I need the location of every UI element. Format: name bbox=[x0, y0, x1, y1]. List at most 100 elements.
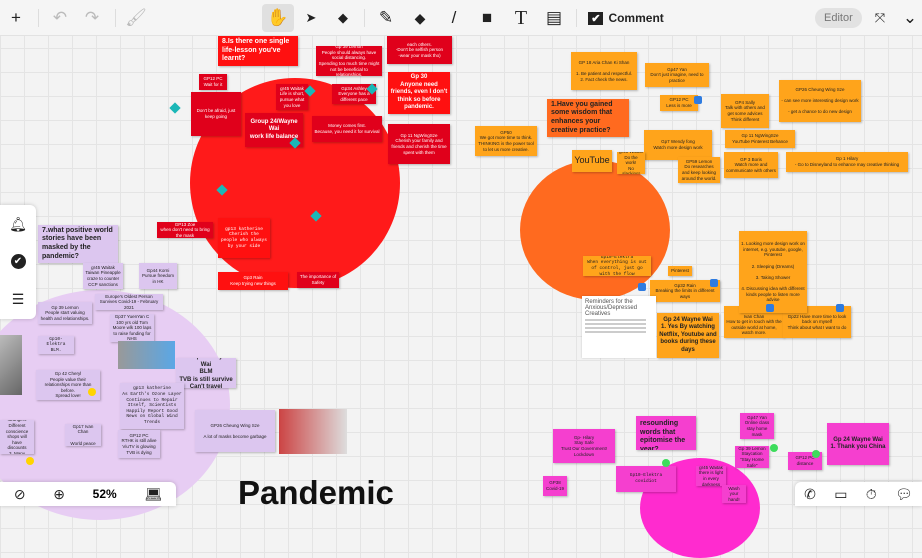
sticky-note[interactable]: YouTube bbox=[572, 150, 612, 172]
sticky-note[interactable]: Gp 24 Wayne Wai 1. Thank you China bbox=[827, 423, 889, 465]
sticky-note[interactable]: GP 3 Boris Watch more and communicate wi… bbox=[724, 152, 778, 178]
sticky-note[interactable]: GP12 PC Wait for it bbox=[199, 74, 227, 90]
question-sticky-note[interactable]: 8.Is there one single life-lesson you've… bbox=[218, 36, 298, 66]
cursor-marker-icon bbox=[766, 304, 774, 312]
sticky-note[interactable]: gr45 Waitak Life is short, pursue what y… bbox=[276, 84, 308, 110]
meme-image[interactable] bbox=[279, 409, 347, 454]
cursor-marker-icon bbox=[710, 279, 718, 287]
sticky-note[interactable]: GP 5 Boris Share the Mask with strangers… bbox=[0, 420, 34, 454]
chat-icon[interactable]: 💬︎ bbox=[895, 485, 913, 502]
sticky-note[interactable]: GP 18 Aria Chan Ki Shan 1. Be patient an… bbox=[571, 52, 637, 90]
meme-image[interactable] bbox=[0, 335, 22, 395]
pen-icon[interactable]: ✎ bbox=[378, 8, 394, 27]
orange-cluster-background bbox=[520, 160, 670, 300]
cursor-marker-icon bbox=[88, 388, 96, 396]
comment-icon: ✔ bbox=[588, 11, 604, 25]
menu-list-icon[interactable]: ☰ bbox=[11, 291, 25, 308]
comment-button[interactable]: ✔ Comment bbox=[586, 4, 666, 32]
question-sticky-note[interactable]: 7.what positive world stories have been … bbox=[38, 225, 118, 263]
divider bbox=[38, 9, 39, 27]
cursor-marker-icon bbox=[638, 283, 646, 291]
sticky-note[interactable]: Wash your hand! bbox=[722, 485, 746, 503]
sticky-note[interactable]: Gp 11 NgWingSze YouTube Pinterest Behanc… bbox=[725, 130, 795, 148]
zoom-in-icon[interactable]: ⊕ bbox=[53, 485, 65, 502]
question-sticky-note[interactable]: 2.Are there resounding words that epitom… bbox=[636, 416, 696, 450]
laptop-icon[interactable]: 💻︎ bbox=[144, 485, 163, 502]
sticky-note[interactable]: GP50 We got more time to think. THINKING… bbox=[475, 126, 537, 156]
add-icon[interactable]: + bbox=[11, 8, 21, 27]
sticky-note[interactable]: Gp34 Ashley Everyone has a different pac… bbox=[332, 84, 376, 104]
sticky-note[interactable]: Gp 24 Wayne Wai 1. Yes By watching Netfl… bbox=[657, 313, 719, 358]
question-sticky-note[interactable]: 1.Have you gained some wisdom that enhan… bbox=[547, 99, 629, 137]
redo-icon[interactable]: ↷ bbox=[84, 8, 100, 27]
text-tool-icon[interactable]: T bbox=[514, 6, 528, 29]
sticky-note[interactable]: gr45 Waitak there is light in every dark… bbox=[696, 466, 726, 486]
sticky-note[interactable]: The importance of Safety bbox=[297, 272, 339, 288]
sticky-note[interactable]: Gp 1 Hilary - Go to Disneyland to enhanc… bbox=[786, 152, 908, 172]
sticky-note[interactable]: gp13 katherine Cherish the people who al… bbox=[218, 218, 270, 258]
sticky-note[interactable]: Gp17 Ivan Chan World peace bbox=[65, 424, 101, 446]
sticky-note[interactable]: Don't be afraid, just keep going bbox=[191, 92, 241, 136]
sticky-note[interactable]: each others. -Don't be selfish person -w… bbox=[387, 36, 452, 64]
sticky-note[interactable]: Gp32 Rain Breaking the limits in differe… bbox=[650, 280, 720, 302]
eraser-icon[interactable]: ◆ bbox=[338, 10, 348, 25]
editor-role-badge[interactable]: Editor bbox=[815, 8, 862, 28]
sticky-note[interactable]: gp13 katherine As Earth's Ozone Layer Co… bbox=[120, 383, 184, 429]
undo-icon[interactable]: ↶ bbox=[52, 8, 68, 27]
sticky-note[interactable]: Gp47 Yan Online class stay home mask bbox=[740, 413, 774, 439]
select-tool-icon[interactable]: ➤ bbox=[305, 10, 317, 25]
sticky-note[interactable]: Money comes first. Because, you need it … bbox=[312, 116, 382, 142]
sticky-note[interactable]: Gp37 YuenYan C 100 yrs old Tom Moore wlk… bbox=[110, 314, 154, 342]
hand-tool-icon[interactable]: ✋ bbox=[262, 4, 294, 32]
timer-icon[interactable]: ⏱︎ bbox=[865, 485, 877, 502]
sticky-note[interactable]: GP13 Zoe when don't need to bring the ma… bbox=[157, 222, 213, 238]
board-title: Pandemic bbox=[238, 474, 394, 511]
presentation-icon[interactable]: ▭ bbox=[834, 485, 848, 502]
zoom-level[interactable]: 52% bbox=[92, 487, 117, 501]
sticky-note[interactable]: Gp7 Wendy fong Watch more design work bbox=[644, 130, 712, 160]
masked-dogs-image[interactable] bbox=[118, 341, 175, 369]
sticky-note[interactable]: Gp 39 Lemon Staycation "Stay Home Safe" bbox=[735, 446, 769, 468]
phone-icon[interactable]: ✆ bbox=[804, 485, 816, 502]
sticky-note[interactable]: GP12 PC Less is more bbox=[660, 95, 698, 111]
left-side-panel: 🔔︎ ✔ ☰ bbox=[0, 205, 36, 319]
sticky-note[interactable]: Gp44 Korni Pursue freedom in HK bbox=[139, 263, 177, 289]
shape-icon[interactable]: ■ bbox=[481, 8, 493, 27]
sticky-note[interactable]: Gp10-Elektra When everything is out of c… bbox=[583, 256, 651, 276]
sticky-note[interactable]: Group 24 Wayne Wai BLM TVB is still surv… bbox=[176, 358, 236, 388]
reminders-card[interactable]: Reminders for the Anxious/Depressed Crea… bbox=[582, 296, 656, 358]
check-circle-icon[interactable]: ✔ bbox=[10, 254, 26, 270]
collapse-chevron-icon[interactable]: ⌄ bbox=[902, 8, 918, 27]
cursor-marker-icon bbox=[662, 459, 670, 467]
sticky-note[interactable]: Gp- Hilary Stay Safe Trust Our Governmen… bbox=[553, 429, 615, 463]
sticky-note[interactable]: Gp3 Rain Keep trying new things bbox=[218, 272, 288, 290]
line-icon[interactable]: / bbox=[451, 8, 457, 27]
cursor-marker-icon bbox=[169, 102, 181, 114]
sticky-note[interactable]: GP26 Cheung Wing Sze A lot of masks beco… bbox=[195, 410, 275, 452]
top-toolbar: + ↶ ↷ 🖌 ✋ ➤ ◆ ✎ ◆ / ■ T ▤ ✔ Comment Edit… bbox=[0, 0, 922, 36]
sticky-note[interactable]: GP26 Cheung Wing Sze - can see more inte… bbox=[779, 80, 861, 122]
bell-icon[interactable]: 🔔︎ bbox=[9, 215, 27, 232]
sticky-note[interactable]: GP59 Lemon Do researches and keep lookin… bbox=[678, 157, 720, 183]
compass-icon[interactable]: ⊘ bbox=[13, 485, 26, 502]
format-painter-icon[interactable]: 🖌 bbox=[125, 8, 147, 27]
sticky-note[interactable]: Gp 11 NgWingSze Cherish your family and … bbox=[388, 124, 450, 164]
cursor-marker-icon bbox=[812, 450, 820, 458]
fullscreen-icon[interactable]: ⤧ bbox=[874, 10, 886, 25]
sticky-note[interactable]: 1. Looking more design work on internet,… bbox=[739, 231, 807, 313]
sticky-note[interactable]: Gp 39 Lemon People start valuing health … bbox=[38, 302, 92, 324]
sticky-note[interactable]: GP12 PC RTHK is still alive ViuTV is glo… bbox=[118, 430, 160, 458]
sticky-note[interactable]: Gp 39 Lemon People should always have so… bbox=[316, 46, 382, 76]
sticky-note[interactable]: Gp47 Yan Don't just imagine, need to pra… bbox=[645, 63, 709, 87]
sticky-note[interactable]: GP38 Covid-19 bbox=[543, 476, 567, 496]
marker-icon[interactable]: ◆ bbox=[414, 9, 426, 26]
sticky-note[interactable]: gr45 Waitak Taiwan Pineapple craze to co… bbox=[83, 263, 123, 289]
sticky-note[interactable]: gr45 Waitak Do the work! No slacking! bbox=[617, 152, 645, 174]
sticky-note[interactable]: Pinterest bbox=[668, 266, 692, 276]
sticky-note[interactable]: Gp10-Elektra BLM. bbox=[38, 336, 74, 354]
sticky-note[interactable]: Gp 30 Anyone need friends, even I don't … bbox=[388, 72, 450, 114]
sticky-note-icon[interactable]: ▤ bbox=[545, 8, 563, 27]
sticky-note[interactable]: Gp10-Elektra covidiot bbox=[616, 466, 676, 492]
sticky-note[interactable]: Europe's Oldest Person Survives Covid-19… bbox=[95, 294, 163, 310]
sticky-note[interactable]: GP4 Sally Talk with others and get some … bbox=[721, 94, 769, 128]
